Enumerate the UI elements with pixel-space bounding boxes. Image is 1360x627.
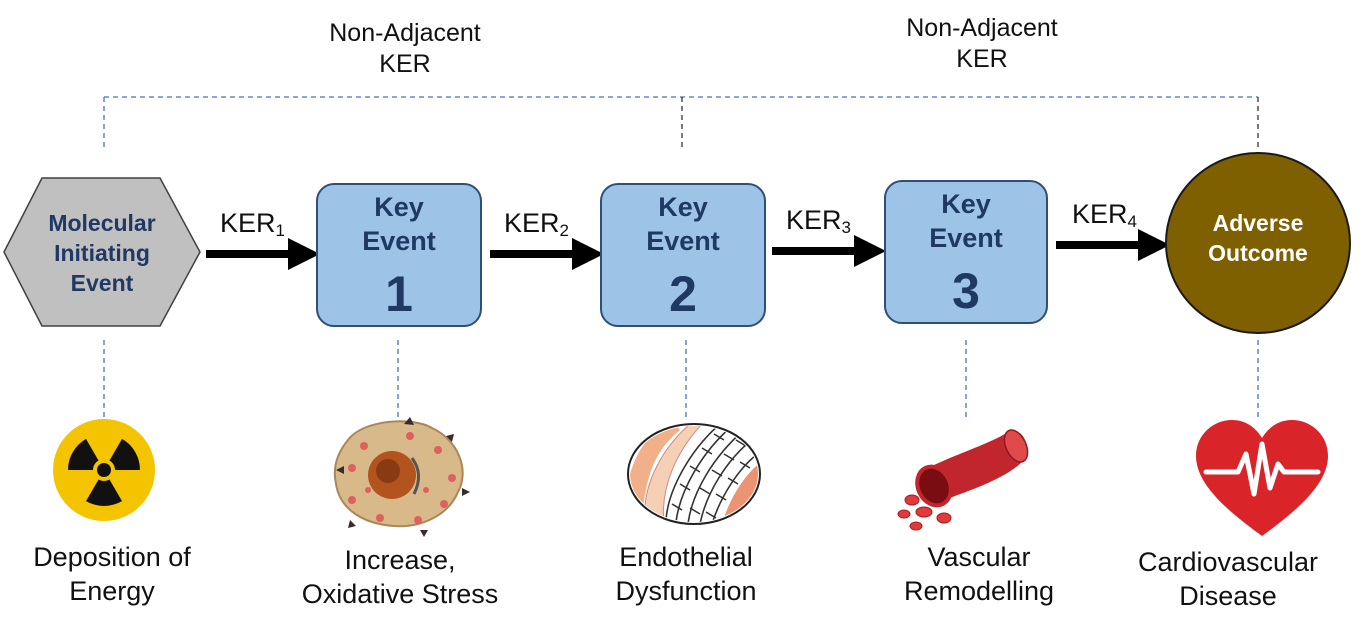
caption-deposition-of-energy: Deposition of Energy [33, 542, 191, 606]
adverse-outcome-label: Adverse Outcome [1208, 210, 1308, 266]
caption-oxidative-stress: Increase, Oxidative Stress [301, 545, 499, 609]
radiation-icon [53, 419, 155, 521]
key-event-2-box: Key Event 2 [600, 183, 766, 327]
ker-label-2: KER2 [504, 208, 569, 240]
blood-vessel-icon [897, 429, 1029, 531]
key-event-2-number: 2 [669, 266, 697, 322]
key-event-1-number: 1 [385, 266, 413, 322]
ker-label-1: KER1 [220, 208, 285, 240]
blood-vessel-wall-icon [627, 423, 761, 525]
key-event-2-word2: Event [646, 226, 720, 256]
adverse-outcome-circle [1165, 152, 1351, 334]
key-event-3-number: 3 [952, 263, 980, 319]
mie-label: Molecular Initiating Event [48, 210, 156, 296]
non-adjacent-label-right: Non-Adjacent KER [906, 14, 1058, 73]
caption-connectors [103, 340, 1259, 420]
oxidative-cell-icon [333, 417, 470, 537]
key-event-3-word2: Event [929, 223, 1003, 253]
non-adjacent-connectors [103, 96, 1259, 148]
key-event-1-box: Key Event 1 [316, 183, 482, 327]
key-event-1-word2: Event [362, 226, 436, 256]
non-adjacent-label-left: Non-Adjacent KER [329, 19, 481, 78]
ker-label-3: KER3 [786, 205, 851, 237]
ker-label-4: KER4 [1072, 199, 1137, 231]
heart-pulse-icon [1196, 420, 1328, 536]
key-event-1-word1: Key [374, 192, 424, 222]
mie-hexagon [3, 177, 201, 327]
key-event-3-word1: Key [941, 189, 991, 219]
key-event-3-box: Key Event 3 [884, 180, 1048, 324]
ker-arrows [206, 229, 1170, 270]
key-event-2-word1: Key [658, 192, 708, 222]
caption-endothelial-dysfunction: Endothelial Dysfunction [615, 542, 757, 606]
caption-vascular-remodelling: Vascular Remodelling [903, 542, 1055, 606]
caption-cardiovascular-disease: Cardiovascular Disease [1137, 547, 1319, 611]
